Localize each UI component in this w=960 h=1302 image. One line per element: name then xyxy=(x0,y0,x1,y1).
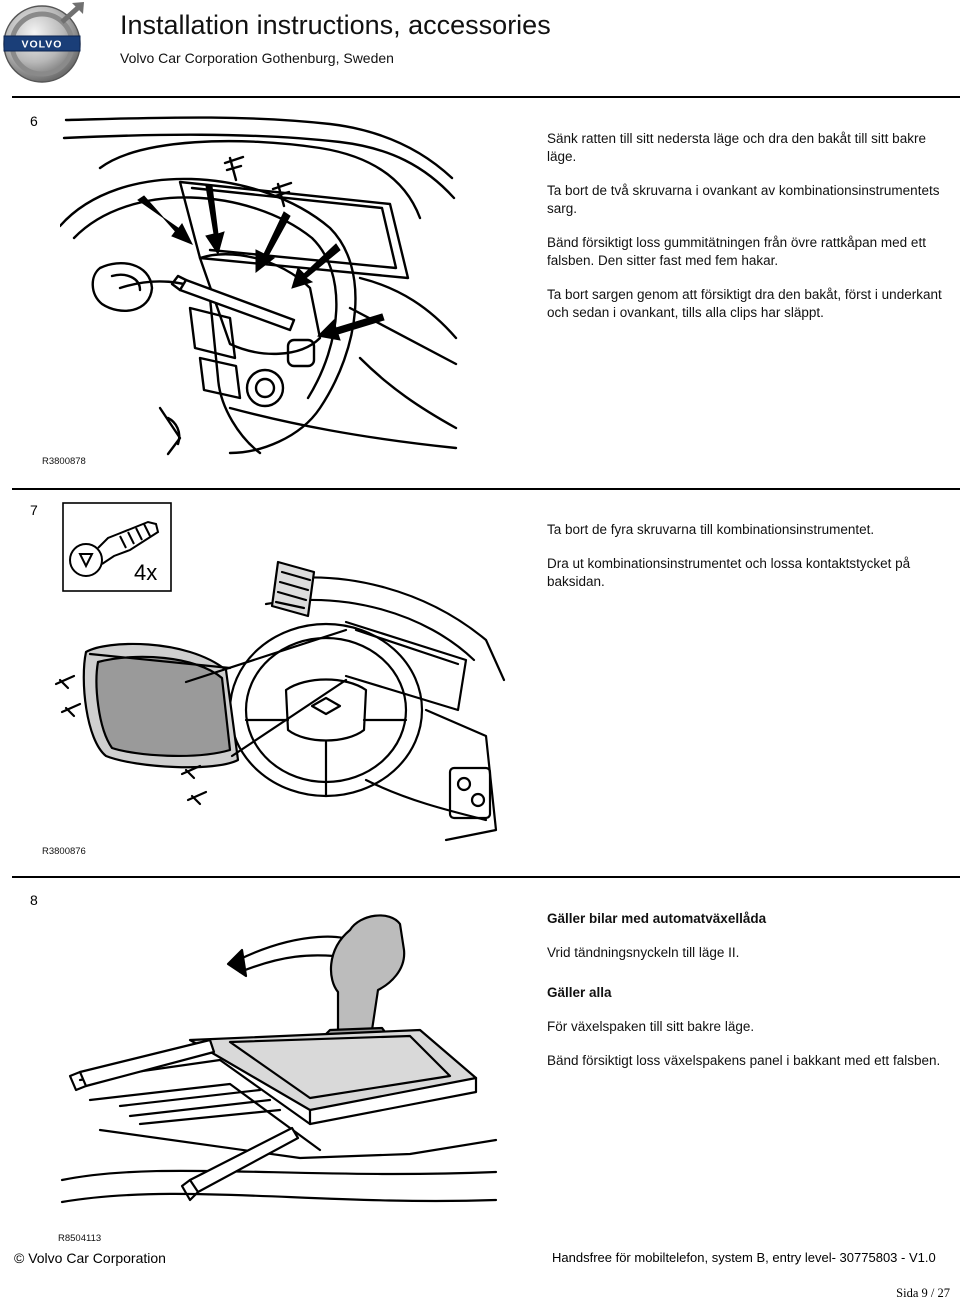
step-7-figure-ref: R3800876 xyxy=(42,846,86,857)
step-8-figure-ref: R8504113 xyxy=(58,1233,102,1244)
footer-copyright: © Volvo Car Corporation xyxy=(14,1250,166,1266)
step-6-number: 6 xyxy=(30,113,38,129)
page-number: Sida 9 / 27 xyxy=(896,1286,950,1300)
volvo-logo: VOLVO xyxy=(0,0,90,90)
step-7-divider xyxy=(12,488,960,490)
step-6-text-2: Ta bort de två skruvarna i ovankant av k… xyxy=(547,183,940,216)
step-7-screw-inset: 4x xyxy=(62,502,172,597)
step-8-text-all-1: För växelspaken till sitt bakre läge. xyxy=(547,1019,755,1034)
header-divider xyxy=(12,96,960,98)
step-7-text-2: Dra ut kombinationsinstrumentet och loss… xyxy=(547,556,911,589)
document-subtitle: Volvo Car Corporation Gothenburg, Sweden xyxy=(120,50,394,66)
step-8-text-all-2: Bänd försiktigt loss växelspakens panel … xyxy=(547,1053,941,1068)
step-8-divider xyxy=(12,876,960,878)
step-7-text-1: Ta bort de fyra skruvarna till kombinati… xyxy=(547,522,875,537)
step-8-number: 8 xyxy=(30,892,38,908)
screw-count-label: 4x xyxy=(134,560,157,585)
step-6-text-1: Sänk ratten till sitt nedersta läge och … xyxy=(547,131,926,164)
step-8-heading-automatic: Gäller bilar med automatväxellåda xyxy=(547,911,767,926)
step-7-number: 7 xyxy=(30,502,38,518)
volvo-logo-text: VOLVO xyxy=(22,39,63,51)
step-7-figure-instrument-removal xyxy=(46,560,506,847)
step-8-text-automatic: Vrid tändningsnyckeln till läge II. xyxy=(547,945,740,960)
step-6-text-3: Bänd försiktigt loss gummitätningen från… xyxy=(547,235,926,268)
step-8-figure-gear-lever xyxy=(60,910,500,1225)
step-6-figure-ref: R3800878 xyxy=(42,456,86,467)
footer-document-id: Handsfree för mobiltelefon, system B, en… xyxy=(552,1250,936,1265)
document-title: Installation instructions, accessories xyxy=(120,10,551,40)
step-6-text-4: Ta bort sargen genom att försiktigt dra … xyxy=(547,287,942,320)
step-8-heading-all: Gäller alla xyxy=(547,985,612,1000)
step-6-figure-instrument-panel xyxy=(58,108,460,463)
